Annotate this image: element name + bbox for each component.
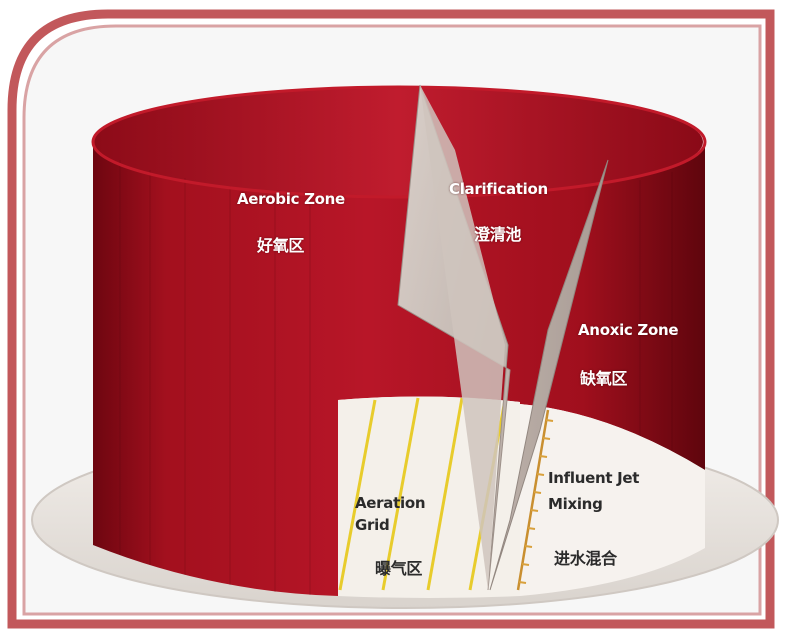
anoxic-zone-label: Anoxic Zone bbox=[578, 321, 679, 339]
clarification-cn-label: 澄清池 bbox=[474, 225, 522, 244]
influent-jet-cn-label: 进水混合 bbox=[554, 549, 617, 568]
influent-jet-label-line2: Mixing bbox=[548, 495, 603, 513]
aerobic-zone-label: Aerobic Zone bbox=[237, 190, 345, 208]
aeration-grid-label-line2: Grid bbox=[355, 516, 390, 534]
clarification-label: Clarification bbox=[449, 180, 548, 198]
aerobic-zone-cn-label: 好氧区 bbox=[257, 236, 305, 255]
tank-outer-wall bbox=[93, 142, 705, 596]
aeration-grid-cn-label: 曝气区 bbox=[375, 559, 423, 578]
frame-border-outer bbox=[7, 9, 775, 629]
aeration-grid-label-line1: Aeration bbox=[355, 494, 426, 512]
influent-jet-label-line1: Influent Jet bbox=[548, 469, 640, 487]
wall-texture bbox=[119, 160, 673, 595]
tank-rim bbox=[91, 85, 707, 199]
anoxic-zone-cn-label: 缺氧区 bbox=[580, 369, 628, 388]
cutaway-interior-right bbox=[520, 404, 705, 596]
clarifier-baffle-face bbox=[420, 85, 505, 590]
tank-inner-top bbox=[93, 87, 703, 197]
influent-jet-pipe bbox=[516, 409, 554, 591]
clarifier-baffle-secondary bbox=[489, 159, 609, 591]
